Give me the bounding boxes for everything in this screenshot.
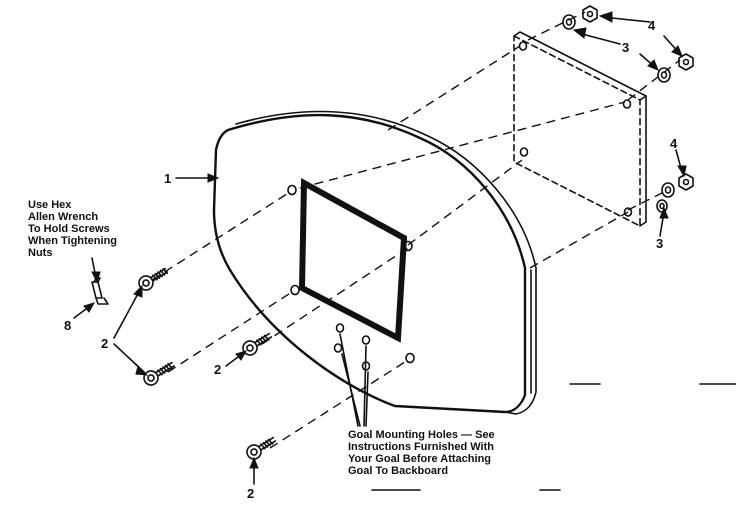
plate-hole (623, 207, 633, 217)
wrench-note: Use Hex Allen Wrench To Hold Screws When… (28, 199, 117, 259)
goal-mounting-hole (361, 335, 371, 345)
allen-wrench-icon (91, 277, 109, 305)
plate-hole (519, 147, 529, 157)
svg-text:Goal To Backboard: Goal To Backboard (348, 465, 448, 477)
alignment-line (299, 101, 626, 189)
svg-text:When Tightening: When Tightening (28, 235, 117, 247)
bolt (143, 361, 175, 386)
mounting-holes-note: Goal Mounting Holes — See Instructions F… (348, 429, 495, 477)
board-hole (405, 352, 415, 364)
svg-text:Nuts: Nuts (28, 247, 52, 259)
callout-4: 4 (670, 136, 678, 151)
washer (656, 199, 668, 213)
callout-1: 1 (164, 171, 171, 186)
goal-mounting-hole (335, 323, 345, 333)
plate-hole (518, 41, 528, 51)
edge-marks (371, 383, 736, 491)
alignment-line (627, 59, 681, 101)
washer (661, 182, 675, 198)
mounting-plate (513, 31, 647, 227)
goal-mounting-hole (333, 343, 343, 353)
alignment-line (167, 291, 293, 373)
hex-nut (582, 5, 598, 23)
alignment-line (387, 45, 521, 131)
leader-lines (73, 11, 687, 485)
board-hole (290, 284, 300, 296)
callout-8: 8 (64, 318, 71, 333)
callout-2: 2 (214, 362, 221, 377)
callout-3: 3 (622, 40, 629, 55)
bolt (242, 332, 273, 356)
board-hole (287, 184, 297, 196)
washer (562, 14, 576, 30)
svg-text:Instructions Furnished With: Instructions Furnished With (348, 441, 494, 453)
plate-hole (622, 99, 632, 109)
bolt (246, 436, 277, 460)
alignment-line (407, 159, 523, 246)
callout-2: 2 (247, 486, 254, 501)
svg-text:Goal Mounting Holes — See: Goal Mounting Holes — See (348, 429, 495, 441)
board-hole (403, 240, 413, 252)
svg-text:To Hold Screws: To Hold Screws (28, 223, 110, 235)
alignment-lines (151, 11, 681, 449)
hex-nut (678, 173, 694, 191)
alignment-line (269, 359, 409, 449)
callout-4: 4 (648, 18, 656, 33)
washer (657, 67, 671, 83)
svg-text:Your Goal Before Attaching: Your Goal Before Attaching (348, 453, 491, 465)
alignment-line (151, 191, 291, 281)
alignment-line (529, 211, 629, 269)
alignment-line (627, 189, 669, 211)
bolt (138, 267, 169, 291)
svg-text:Use Hex: Use Hex (28, 199, 72, 211)
callout-2: 2 (101, 336, 108, 351)
callout-3: 3 (656, 236, 663, 251)
alignment-line (527, 11, 586, 41)
hex-nut (678, 53, 694, 71)
backboard (212, 110, 537, 415)
shooter-square (298, 177, 408, 343)
svg-text:Allen Wrench: Allen Wrench (28, 211, 98, 223)
